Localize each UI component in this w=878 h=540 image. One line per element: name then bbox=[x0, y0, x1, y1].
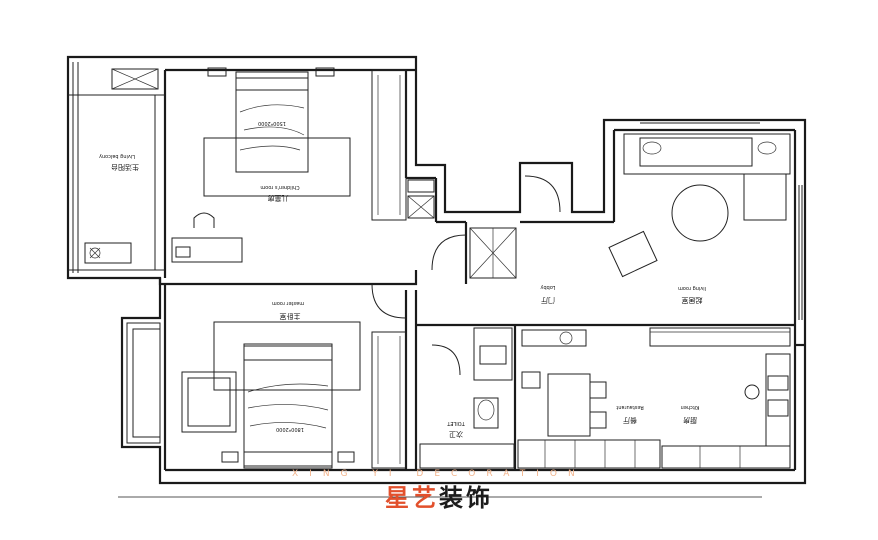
kitchen: 厨房 Kitchen bbox=[661, 353, 791, 469]
room-label-cn: 生活阳台 bbox=[111, 163, 139, 172]
room-label-cn: 厨房 bbox=[683, 416, 697, 425]
room-label-en: Lobby bbox=[540, 284, 555, 290]
lobby: 门厅 Lobby bbox=[431, 175, 561, 305]
room-label-en: Restaurant bbox=[616, 404, 643, 410]
room-label-cn: 起居室 bbox=[682, 296, 703, 305]
room-label-en: Children's room bbox=[260, 184, 299, 190]
restaurant: 餐厅 Restaurant bbox=[517, 329, 661, 469]
room-label-en: living room bbox=[678, 285, 706, 291]
room-label-cn: 主卧室 bbox=[280, 312, 301, 321]
brand-part-2: 装饰 bbox=[439, 484, 493, 512]
balcony-window bbox=[68, 62, 165, 273]
living-balcony: 生活阳台 Living balcony bbox=[84, 68, 159, 264]
master-room: 1800*2000 主卧室 master room bbox=[181, 283, 407, 469]
living-room: 起居室 living room bbox=[608, 133, 791, 347]
room-label-en: master room bbox=[272, 300, 304, 306]
living-window bbox=[640, 122, 803, 320]
room-label-cn: 餐厅 bbox=[623, 416, 637, 425]
bed-size-label: 1500*2000 bbox=[258, 120, 286, 126]
toilet: 次卫 TOILET bbox=[419, 327, 515, 469]
room-label-cn: 次卫 bbox=[449, 430, 463, 439]
room-label-en: Kitchen bbox=[681, 404, 700, 410]
brand-part-1: 星艺 bbox=[385, 484, 439, 512]
brand-logo: 星艺装饰 bbox=[0, 478, 878, 513]
room-label-cn: 儿童房 bbox=[268, 194, 289, 203]
watermark-text: XING YI DECORATION bbox=[292, 469, 586, 479]
room-label-en: Living balcony bbox=[99, 153, 135, 159]
room-label-en: TOILET bbox=[446, 420, 465, 426]
bay-window bbox=[126, 322, 161, 444]
children-room: 1500*2000 儿童房 Children's room bbox=[171, 67, 435, 263]
room-label-cn: 门厅 bbox=[541, 296, 555, 305]
bed-size-label: 1800*2000 bbox=[276, 426, 304, 432]
